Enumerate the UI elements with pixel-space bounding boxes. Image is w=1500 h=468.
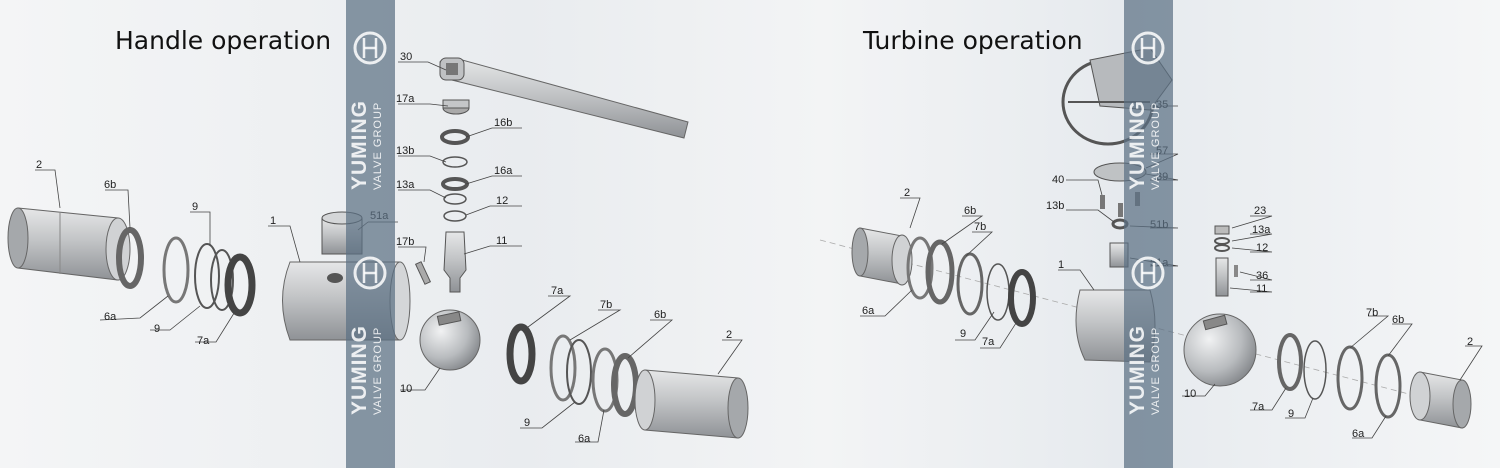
part-label: 7a	[1252, 401, 1265, 413]
part-label: 2	[36, 159, 42, 171]
part-label: 7a	[197, 335, 210, 347]
title-handle-operation: Handle operation	[115, 26, 332, 55]
logo-mark-icon	[353, 256, 387, 290]
part-label: 2	[1467, 336, 1473, 348]
part-label: 6b	[964, 205, 976, 217]
part-label: 7b	[974, 221, 986, 233]
part-label: 6a	[1352, 428, 1365, 440]
part-label: 12	[1256, 242, 1268, 254]
watermark-band-right	[1124, 0, 1173, 468]
logo-mark-icon	[1131, 31, 1165, 65]
part-label: 17b	[396, 236, 414, 248]
part-label: 6b	[1392, 314, 1404, 326]
part-label: 2	[904, 187, 910, 199]
left-part-labels: 30 17a 16b 13b 13a 16a 12 51a 17b 11 2 6…	[36, 51, 732, 445]
part-label: 7a	[982, 336, 995, 348]
logo-mark-icon	[353, 31, 387, 65]
part-label: 9	[524, 417, 530, 429]
part-label: 6b	[654, 309, 666, 321]
part-label: 13a	[396, 179, 415, 191]
turbine-operation-drawing	[819, 47, 1483, 439]
part-label: 9	[1288, 408, 1294, 420]
part-label: 9	[154, 323, 160, 335]
part-label: 6a	[578, 433, 591, 445]
part-label: 13a	[1252, 224, 1271, 236]
part-label: 16a	[494, 165, 513, 177]
title-turbine-operation: Turbine operation	[863, 26, 1083, 55]
part-label: 11	[496, 235, 507, 247]
part-label: 7b	[1366, 307, 1378, 319]
part-label: 11	[1256, 283, 1267, 295]
part-label: 7a	[551, 285, 564, 297]
part-label: 13b	[1046, 200, 1064, 212]
part-label: 1	[270, 215, 276, 227]
watermark-logo: YUMING VALVE GROUP	[348, 325, 384, 415]
watermark-logo: YUMING VALVE GROUP	[348, 100, 384, 190]
part-label: 12	[496, 195, 508, 207]
part-label: 16b	[494, 117, 512, 129]
watermark-logo: YUMING VALVE GROUP	[1126, 100, 1162, 190]
part-label: 9	[192, 201, 198, 213]
part-label: 40	[1052, 174, 1064, 186]
logo-mark-icon	[1131, 256, 1165, 290]
part-label: 10	[400, 383, 412, 395]
part-label: 7b	[600, 299, 612, 311]
part-label: 6a	[862, 305, 875, 317]
part-label: 36	[1256, 270, 1268, 282]
watermark-band-left	[346, 0, 395, 468]
part-label: 13b	[396, 145, 414, 157]
part-label: 10	[1184, 388, 1196, 400]
part-label: 9	[960, 328, 966, 340]
part-label: 6b	[104, 179, 116, 191]
part-label: 23	[1254, 205, 1266, 217]
part-label: 30	[400, 51, 412, 63]
part-label: 1	[1058, 259, 1064, 271]
watermark-logo: YUMING VALVE GROUP	[1126, 325, 1162, 415]
part-label: 6a	[104, 311, 117, 323]
part-label: 17a	[396, 93, 415, 105]
part-label: 2	[726, 329, 732, 341]
